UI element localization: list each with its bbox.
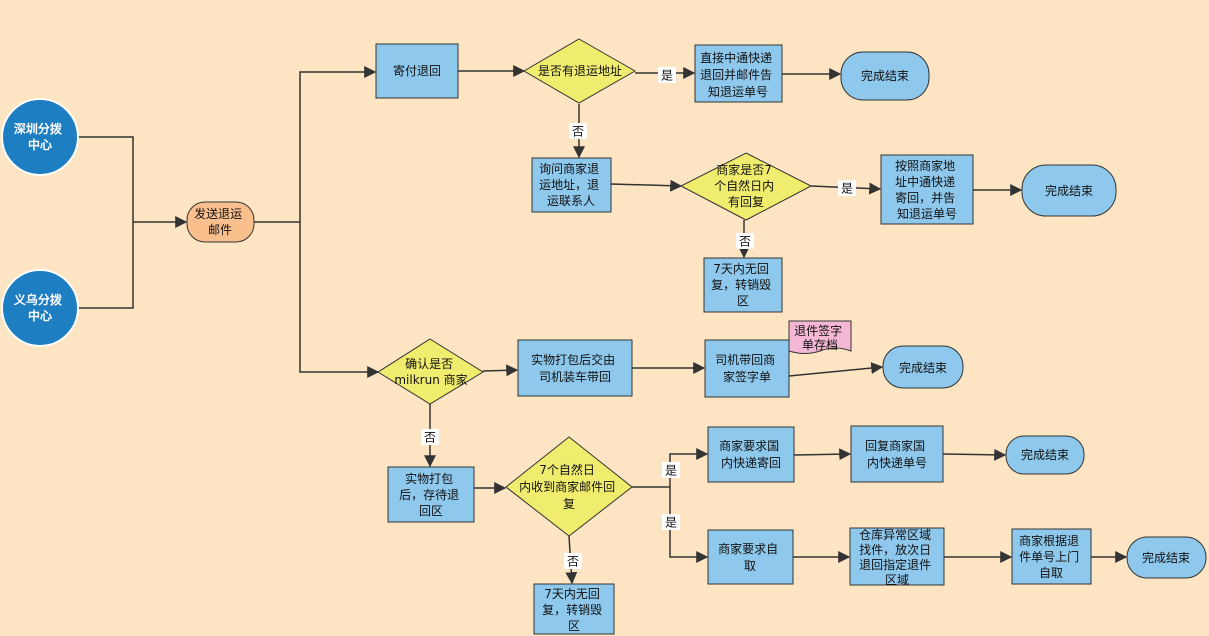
node-label: 完成结束: [1021, 447, 1069, 462]
node-domestic-express-return: 商家要求国 内快递寄回: [707, 426, 795, 483]
edge-label-text: 是: [841, 182, 853, 196]
node-label: 发送退运 邮件: [194, 206, 246, 237]
node-no-reply-destroy-2: 7天内无回 复，转销毁 区: [533, 583, 615, 635]
node-label: 按照商家地 址中通快递 寄回，并告 知退运单号: [895, 158, 959, 221]
edge-q4-self: [669, 487, 709, 563]
node-label: 退件签字 单存档: [794, 323, 846, 352]
node-label: 商家要求国 内快递寄回: [719, 438, 783, 470]
node-merchant-self-pickup: 商家要求自 取: [707, 529, 794, 585]
edge-labels: 是 否 是 否 否 是 是 否: [421, 67, 856, 569]
node-label: 确认是否 milkrun 商家: [394, 357, 467, 387]
node-driver-signed-form: 司机带回商 家签字单: [704, 339, 790, 398]
node-label: 完成结束: [899, 360, 947, 375]
edge-reply-end4: [942, 448, 1007, 461]
node-label: 7天内无回 复，转销毁 区: [542, 587, 606, 633]
edge-label-q3-no: 否: [421, 429, 439, 445]
node-end-4: 完成结束: [1005, 435, 1085, 475]
edge-ask-q2: [610, 179, 683, 192]
edge-label-text: 是: [665, 464, 677, 478]
node-label: 实物打包后交由 司机装车带回: [531, 352, 619, 384]
node-shenzhen-hub: 深圳分拨 中心: [1, 98, 79, 176]
node-label: 商家要求自 取: [718, 541, 782, 573]
node-warehouse-find-item: 仓库异常区域 找件，放次日 退回指定退件 区域: [849, 527, 945, 587]
node-label: 商家根据退 件单号上门 自取: [1019, 533, 1083, 580]
node-direct-express-return: 直接中通快递 退回并邮件告 知退运单号: [694, 44, 783, 103]
node-yiwu-hub: 义乌分拨 中心: [1, 269, 79, 347]
node-ask-merchant-address: 询问商家退 运地址，退 运联系人: [531, 157, 612, 213]
node-pack-store: 实物打包 后，存待退 回区: [387, 466, 475, 523]
edge-label-text: 否: [572, 125, 584, 139]
node-confirm-milkrun: 确认是否 milkrun 商家: [377, 338, 484, 405]
node-label: 询问商家退 运地址，退 运联系人: [539, 161, 603, 208]
node-label: 7个自然日 内收到商家邮件回 复: [519, 462, 619, 511]
node-label: 司机带回商 家签字单: [715, 352, 779, 384]
edge-q3-pack1: [482, 364, 519, 377]
edge-branch-q3: [299, 222, 380, 378]
node-merchant-replied-7days: 商家是否7 个自然日内 有回复: [679, 152, 813, 221]
node-prepaid-return: 寄付退回: [375, 43, 459, 99]
node-label: 7天内无回 复，转销毁 区: [711, 262, 775, 308]
node-label: 商家是否7 个自然日内 有回复: [714, 162, 778, 209]
edge-dom-reply: [793, 448, 852, 461]
edge-label-q1-no: 否: [569, 123, 587, 139]
node-label: 寄付退回: [393, 63, 441, 78]
edge-label-text: 是: [661, 69, 673, 83]
node-label: 完成结束: [861, 68, 909, 83]
node-label: 仓库异常区域 找件，放次日 退回指定退件 区域: [859, 527, 935, 587]
edge-sz-send: [78, 136, 134, 222]
edge-yw-send: [78, 222, 134, 309]
edge-label-q4-yes1: 是: [662, 462, 680, 478]
node-label: 直接中通快递 退回并邮件告 知退运单号: [700, 50, 776, 99]
node-merchant-mail-reply-7days: 7个自然日 内收到商家邮件回 复: [505, 436, 633, 537]
node-end-3: 完成结束: [882, 345, 964, 389]
node-end-1: 完成结束: [840, 51, 930, 101]
edge-driver-end3: [788, 362, 884, 377]
node-no-reply-destroy-1: 7天内无回 复，转销毁 区: [703, 257, 783, 313]
node-pack-driver-return: 实物打包后交由 司机装车带回: [517, 339, 633, 397]
nodes: 深圳分拨 中心 义乌分拨 中心 发送退运 邮件 寄付退回: [1, 38, 1207, 635]
node-label: 义乌分拨 中心: [13, 292, 66, 323]
edge-label-text: 否: [567, 555, 579, 569]
node-label: 深圳分拨 中心: [14, 121, 66, 152]
edge-label-text: 是: [665, 516, 677, 530]
edge-label-q4-yes2: 是: [662, 514, 680, 530]
edge-label-q1-yes: 是: [658, 67, 676, 83]
edge-branch-jifu: [299, 66, 377, 222]
edge-label-q2-no: 否: [736, 233, 754, 249]
edge-label-text: 否: [424, 431, 436, 445]
node-end-2: 完成结束: [1021, 164, 1117, 217]
node-end-5: 完成结束: [1126, 536, 1207, 579]
node-label: 完成结束: [1045, 183, 1093, 198]
node-archive-note: 退件签字 单存档: [788, 320, 852, 354]
edge-label-text: 否: [739, 235, 751, 249]
node-send-return-mail: 发送退运 邮件: [186, 201, 255, 243]
node-label: 实物打包 后，存待退 回区: [399, 471, 463, 518]
node-return-by-merchant-address: 按照商家地 址中通快递 寄回，并告 知退运单号: [880, 154, 974, 225]
edge-label-q2-yes: 是: [838, 180, 856, 196]
node-has-return-address: 是否有退运地址: [523, 38, 637, 104]
edge-label-q4-no: 否: [564, 553, 582, 569]
node-label: 完成结束: [1142, 550, 1190, 565]
node-reply-domestic-number: 回复商家国 内快递单号: [850, 425, 944, 483]
node-merchant-pickup-by-number: 商家根据退 件单号上门 自取: [1011, 528, 1092, 585]
node-label: 回复商家国 内快递单号: [865, 438, 929, 470]
node-label: 是否有退运地址: [538, 64, 622, 78]
